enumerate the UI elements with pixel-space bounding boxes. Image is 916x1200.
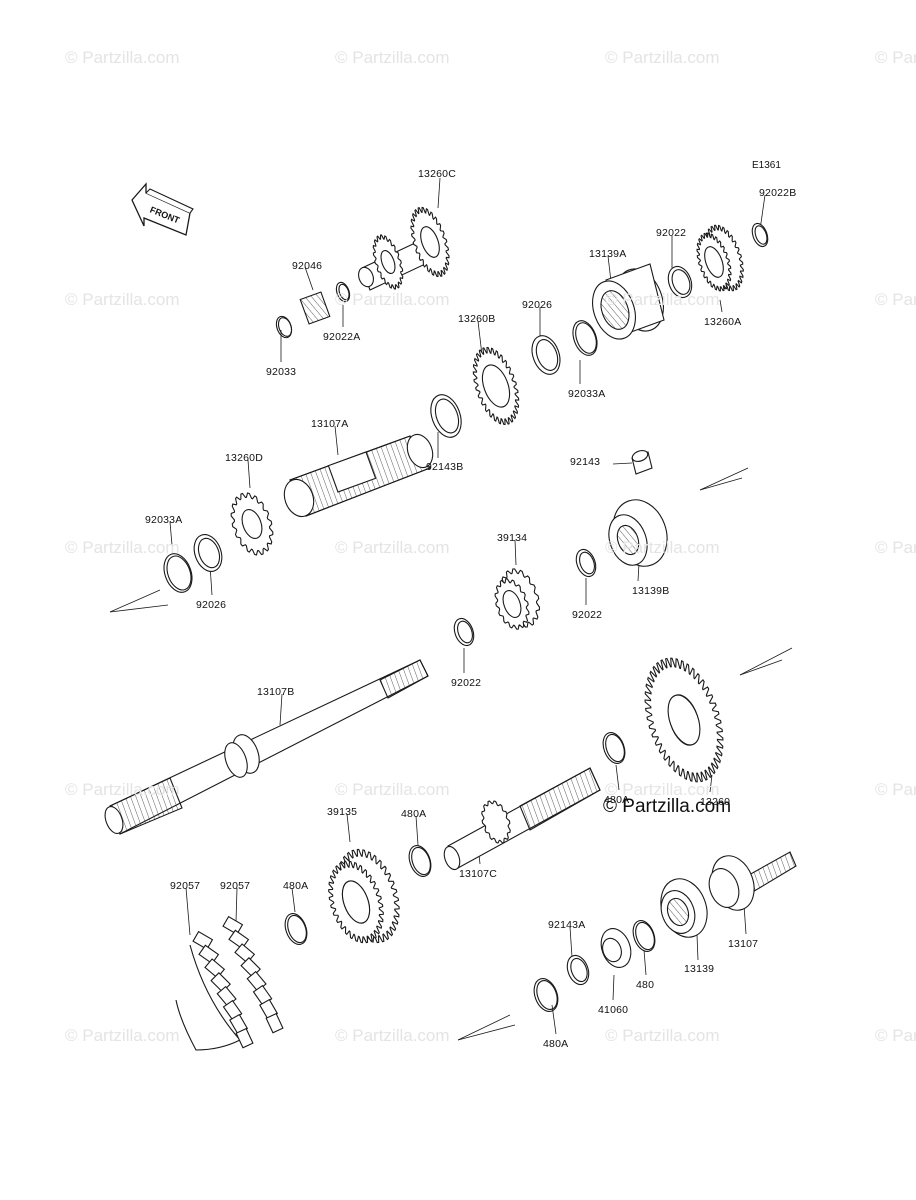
part-label-480a[interactable]: 480A bbox=[401, 808, 427, 820]
part-label-480a[interactable]: 480A bbox=[543, 1038, 569, 1050]
part-label-92143b[interactable]: 92143B bbox=[426, 461, 464, 473]
part-label-92026[interactable]: 92026 bbox=[196, 599, 227, 611]
gear-13260a bbox=[696, 224, 744, 292]
part-label-13139[interactable]: 13139 bbox=[684, 963, 715, 975]
part-label-13107[interactable]: 13107 bbox=[728, 938, 759, 950]
part-label-92022a[interactable]: 92022A bbox=[323, 331, 361, 343]
watermark-text: © Partzilla.com bbox=[335, 48, 450, 67]
part-label-92022[interactable]: 92022 bbox=[451, 677, 482, 689]
hub-41060 bbox=[600, 928, 632, 968]
circlip-480a-right bbox=[602, 732, 626, 764]
part-label-92033a[interactable]: 92033A bbox=[568, 388, 606, 400]
watermark-text: © Partzilla.com bbox=[875, 290, 916, 309]
gear-39135 bbox=[328, 848, 400, 944]
washer-92022b bbox=[751, 222, 769, 248]
dog-13139b bbox=[608, 499, 668, 567]
circlip-480 bbox=[632, 920, 656, 952]
watermark-text: © Partzilla.com bbox=[875, 538, 916, 557]
part-label-92046[interactable]: 92046 bbox=[292, 260, 323, 272]
bearing-92046 bbox=[299, 291, 331, 325]
part-label-92033[interactable]: 92033 bbox=[266, 366, 297, 378]
part-label-92057[interactable]: 92057 bbox=[220, 880, 251, 892]
sleeve-13139a bbox=[592, 263, 665, 340]
part-label-13260b[interactable]: 13260B bbox=[458, 313, 496, 325]
watermark-text: © Partzilla.com bbox=[65, 290, 180, 309]
part-label-13139a[interactable]: 13139A bbox=[589, 248, 627, 260]
circlip-480a-bottom bbox=[533, 978, 559, 1012]
gear-13260b bbox=[472, 346, 520, 426]
part-label-39135[interactable]: 39135 bbox=[327, 806, 358, 818]
gear-13260 bbox=[644, 657, 724, 783]
part-label-92057[interactable]: 92057 bbox=[170, 880, 201, 892]
bush-92143b bbox=[430, 394, 462, 438]
part-label-480a[interactable]: 480A bbox=[283, 880, 309, 892]
part-label-41060[interactable]: 41060 bbox=[598, 1004, 629, 1016]
brand-logo-text: © Partzilla.com bbox=[603, 796, 732, 817]
watermark-text: © Partzilla.com bbox=[875, 1026, 916, 1045]
part-label-13139b[interactable]: 13139B bbox=[632, 585, 670, 597]
circlip-480a-left bbox=[284, 913, 308, 945]
watermark-text: © Partzilla.com bbox=[335, 538, 450, 557]
shaft-13107 bbox=[708, 851, 797, 911]
part-label-92143[interactable]: 92143 bbox=[570, 456, 601, 468]
watermark-text: © Partzilla.com bbox=[605, 1026, 720, 1045]
watermark-text: © Partzilla.com bbox=[335, 1026, 450, 1045]
washer-92022-mid bbox=[575, 548, 597, 578]
part-label-13107a[interactable]: 13107A bbox=[311, 418, 349, 430]
axis-guide-lines bbox=[109, 467, 793, 1041]
watermark-text: © Partzilla.com bbox=[65, 780, 180, 799]
hub-13139 bbox=[660, 878, 708, 938]
part-label-92022[interactable]: 92022 bbox=[572, 609, 603, 621]
watermark-text: © Partzilla.com bbox=[65, 48, 180, 67]
part-label-13107c[interactable]: 13107C bbox=[459, 868, 497, 880]
part-label-13260c[interactable]: 13260C bbox=[418, 168, 456, 180]
watermark-text: © Partzilla.com bbox=[605, 48, 720, 67]
chain-92057 bbox=[175, 915, 284, 1051]
watermark-text: © Partzilla.com bbox=[605, 780, 720, 799]
watermark-text: © Partzilla.com bbox=[65, 1026, 180, 1045]
part-label-92022[interactable]: 92022 bbox=[656, 227, 687, 239]
watermark-text: © Partzilla.com bbox=[875, 48, 916, 67]
gear-cluster-13260c bbox=[358, 206, 450, 291]
leader-lines bbox=[169, 177, 766, 1035]
part-label-39134[interactable]: 39134 bbox=[497, 532, 528, 544]
part-label-13107b[interactable]: 13107B bbox=[257, 686, 295, 698]
circlip-92033a-left bbox=[163, 553, 193, 593]
part-label-480[interactable]: 480 bbox=[636, 979, 655, 991]
diagram-code: E1361 bbox=[752, 160, 781, 171]
washer-92026 bbox=[531, 335, 561, 375]
part-label-13260[interactable]: 13260 bbox=[700, 796, 731, 808]
part-label-13260d[interactable]: 13260D bbox=[225, 452, 263, 464]
part-label-92143a[interactable]: 92143A bbox=[548, 919, 586, 931]
washer-92022-low bbox=[453, 617, 475, 647]
part-label-13260a[interactable]: 13260A bbox=[704, 316, 742, 328]
part-label-92022b[interactable]: 92022B bbox=[759, 187, 797, 199]
watermark-text: © Partzilla.com bbox=[65, 538, 180, 557]
circlip-92033 bbox=[275, 315, 293, 339]
circlip-92033a bbox=[572, 320, 598, 356]
watermark-text: © Partzilla.com bbox=[335, 780, 450, 799]
watermark-text: © Partzilla.com bbox=[335, 290, 450, 309]
part-label-92033a[interactable]: 92033A bbox=[145, 514, 183, 526]
gear-13260d bbox=[230, 492, 274, 556]
shaft-13107a bbox=[283, 433, 434, 518]
washer-92022 bbox=[667, 265, 693, 299]
watermark-text: © Partzilla.com bbox=[605, 290, 720, 309]
washer-92022a bbox=[335, 281, 351, 303]
pin-92143 bbox=[631, 450, 653, 475]
washer-92026-left bbox=[193, 534, 223, 572]
front-arrow-icon: FRONT bbox=[131, 182, 194, 236]
part-label-480a[interactable]: 480A bbox=[604, 794, 630, 806]
shaft-13107b bbox=[104, 659, 429, 835]
shaft-13107c bbox=[443, 767, 601, 871]
circlip-480a-mid bbox=[408, 845, 432, 877]
watermark-text: © Partzilla.com bbox=[875, 780, 916, 799]
part-label-92026[interactable]: 92026 bbox=[522, 299, 553, 311]
watermark-text: © Partzilla.com bbox=[605, 538, 720, 557]
washer-92143a bbox=[566, 954, 590, 986]
gear-39134 bbox=[494, 568, 541, 630]
